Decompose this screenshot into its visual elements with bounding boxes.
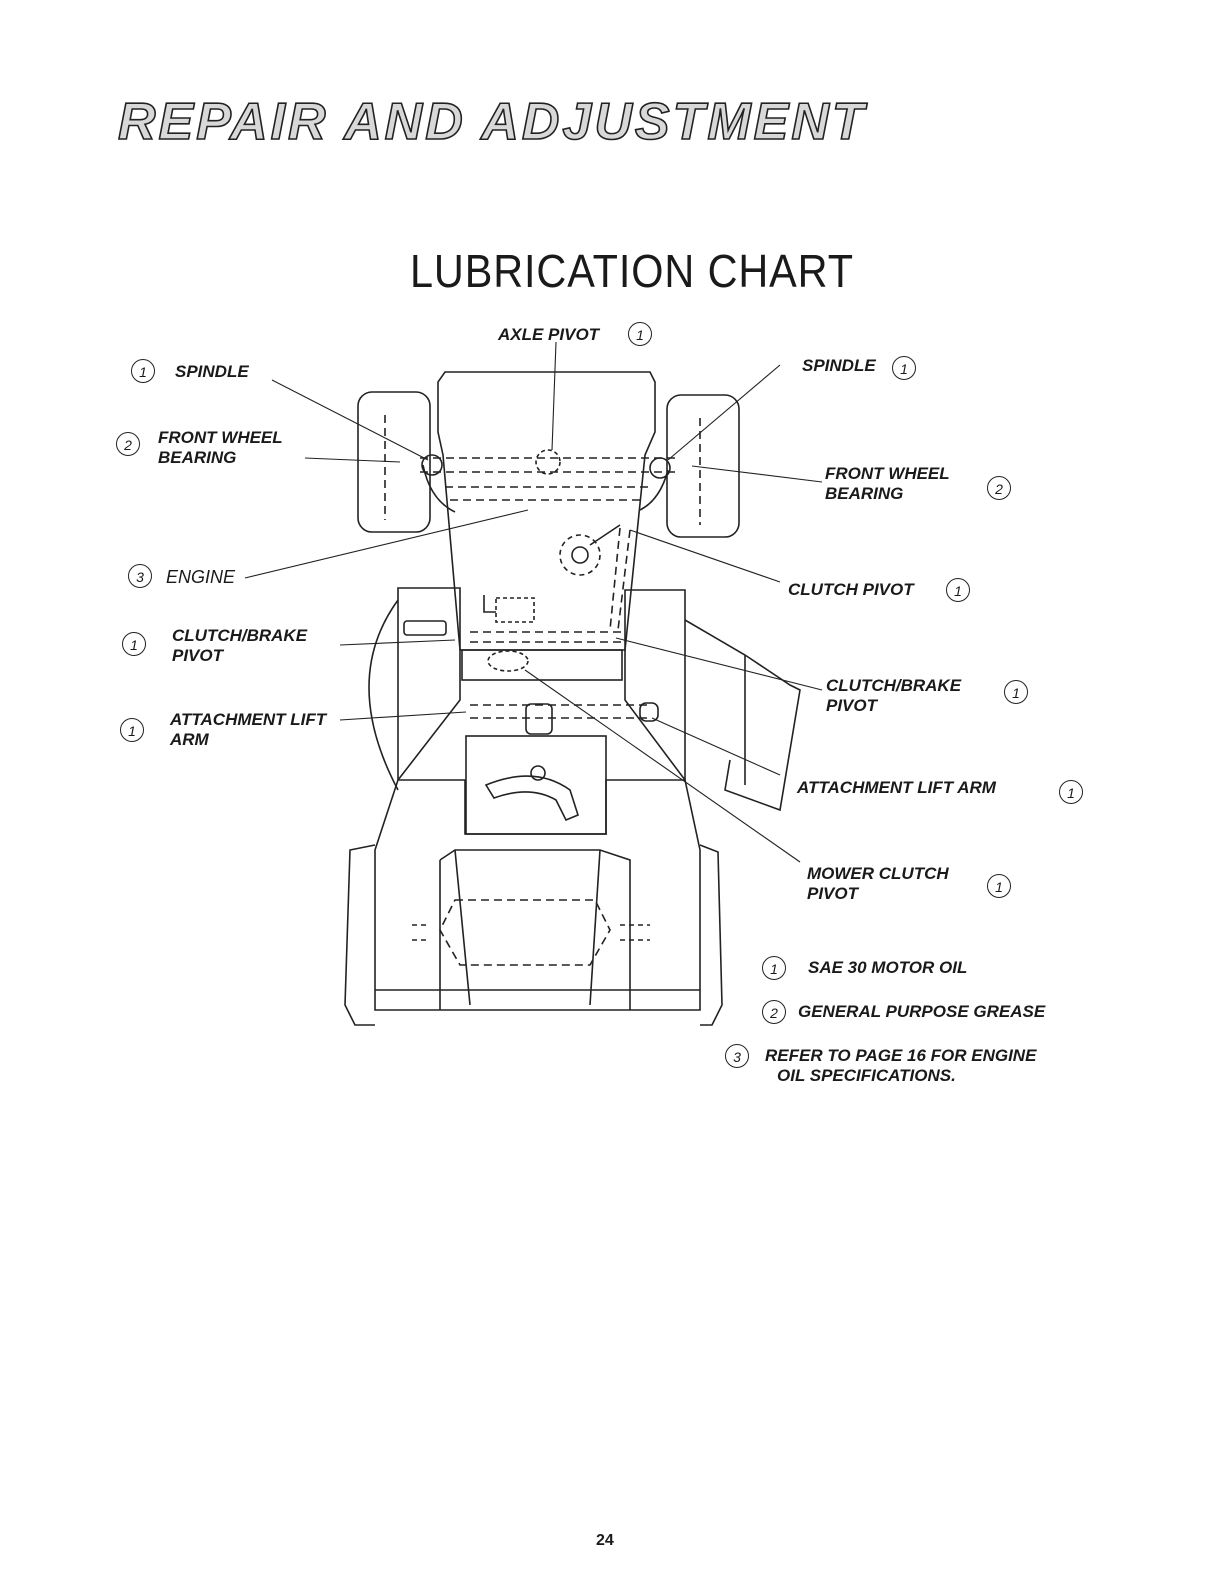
callout-engine: 3 ENGINE <box>128 564 235 588</box>
legend-item: 1 SAE 30 MOTOR OIL <box>762 956 967 980</box>
left-front-wheel <box>357 391 431 533</box>
callout-mower-clutch-pivot: MOWER CLUTCH PIVOT 1 <box>807 864 1011 904</box>
mower-deck-right <box>684 619 801 812</box>
number-badge: 2 <box>762 1000 786 1024</box>
page-number: 24 <box>596 1532 614 1549</box>
hood-outline <box>437 371 656 651</box>
number-badge: 1 <box>1004 680 1028 704</box>
number-badge: 1 <box>131 359 155 383</box>
number-badge: 1 <box>946 578 970 602</box>
left-rear-wheel <box>344 844 376 1026</box>
callout-clutch-brake-right: CLUTCH/BRAKE PIVOT 1 <box>826 676 1028 716</box>
number-badge: 1 <box>762 956 786 980</box>
number-badge: 2 <box>116 432 140 456</box>
number-badge: 1 <box>120 718 144 742</box>
legend-item: 2 GENERAL PURPOSE GREASE <box>762 1000 1045 1024</box>
callout-attachment-lift-arm-left: 1 ATTACHMENT LIFT ARM <box>120 710 326 750</box>
callout-axle-pivot: AXLE PIVOT 1 <box>498 322 652 346</box>
number-badge: 2 <box>987 476 1011 500</box>
callout-front-wheel-bearing-left: 2 FRONT WHEEL BEARING <box>116 428 283 468</box>
number-badge: 1 <box>628 322 652 346</box>
callout-clutch-pivot: CLUTCH PIVOT 1 <box>788 578 970 602</box>
chart-title: LUBRICATION CHART <box>410 245 854 297</box>
number-badge: 1 <box>122 632 146 656</box>
right-rear-wheel <box>699 844 723 1026</box>
right-front-wheel <box>666 394 740 538</box>
section-header: REPAIR AND ADJUSTMENT <box>117 92 867 152</box>
number-badge: 1 <box>987 874 1011 898</box>
callout-spindle-left: 1 SPINDLE <box>131 359 249 383</box>
callout-front-wheel-bearing-right: FRONT WHEEL BEARING 2 <box>825 464 1011 504</box>
number-badge: 1 <box>1059 780 1083 804</box>
number-badge: 3 <box>128 564 152 588</box>
right-fender <box>624 589 686 783</box>
number-badge: 3 <box>725 1044 749 1068</box>
callout-attachment-lift-arm-right: ATTACHMENT LIFT ARM 1 <box>797 778 1083 804</box>
legend-item: 3 REFER TO PAGE 16 FOR ENGINE OIL SPECIF… <box>725 1044 1036 1086</box>
left-fender <box>397 587 461 783</box>
number-badge: 1 <box>892 356 916 380</box>
callout-spindle-right: SPINDLE 1 <box>802 356 916 380</box>
callout-clutch-brake-left: 1 CLUTCH/BRAKE PIVOT <box>122 626 307 666</box>
